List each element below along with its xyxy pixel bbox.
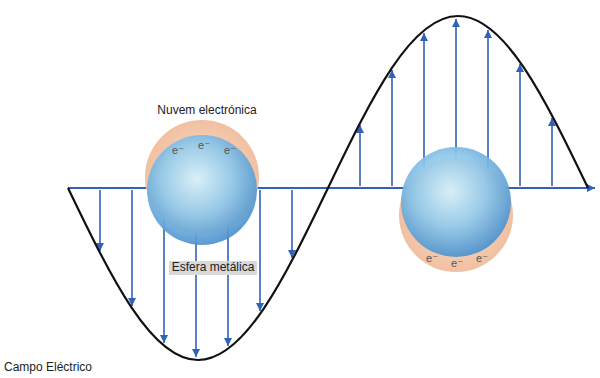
- metal-sphere: [401, 147, 511, 257]
- electron-symbol: e⁻: [172, 144, 184, 157]
- field-arrow: [291, 190, 293, 258]
- field-label: Campo Eléctrico: [4, 361, 92, 375]
- electron-symbol: e⁻: [198, 139, 210, 152]
- metal-sphere: [147, 135, 257, 245]
- field-arrow: [131, 190, 133, 306]
- field-arrow: [551, 118, 553, 186]
- sine-wave: [68, 16, 588, 360]
- field-arrow: [391, 70, 393, 186]
- field-arrow: [359, 125, 361, 186]
- field-arrow: [519, 64, 521, 186]
- sphere-label: Esfera metálica: [169, 261, 258, 275]
- field-arrow: [259, 190, 261, 311]
- electron-symbol: e⁻: [426, 252, 438, 265]
- electron-symbol: e⁻: [224, 144, 236, 157]
- electron-symbol: e⁻: [451, 257, 463, 270]
- field-arrow: [99, 190, 101, 251]
- cloud-label: Nuvem electrónica: [157, 104, 256, 118]
- electron-symbol: e⁻: [476, 252, 488, 265]
